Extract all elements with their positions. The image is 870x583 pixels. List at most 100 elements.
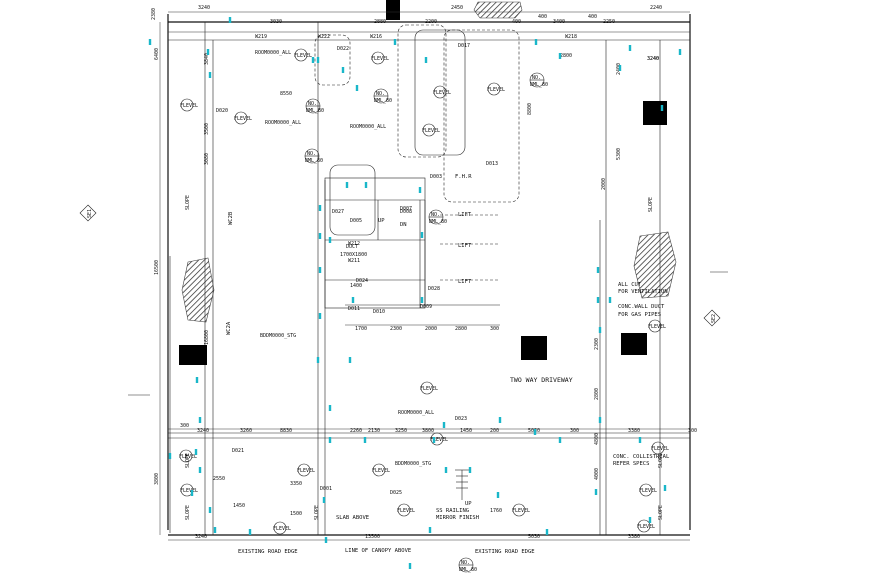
dimension-tick: [663, 485, 667, 491]
hatched-areas: [181, 1, 677, 323]
door-tags: D020 D021 D023 D003 D013 D025 D001 D024 …: [216, 108, 498, 496]
line-of-canopy-label: LINE OF CANOPY ABOVE: [345, 548, 411, 554]
upper-7: 3240: [647, 56, 659, 62]
ss-railing-line-1: SS RAILING: [436, 508, 469, 514]
bot-1: 1450: [233, 503, 245, 509]
mid-11: W211: [348, 258, 360, 264]
dimension-tick: [194, 449, 198, 455]
dimension-tick: [424, 57, 428, 63]
svg-text:FLEVEL: FLEVEL: [273, 526, 291, 532]
svg-text:D023: D023: [455, 416, 467, 422]
low-11: 300: [570, 428, 579, 434]
right-1: 2300: [594, 338, 600, 350]
low-3: 8830: [280, 428, 292, 434]
svg-text:ROOM0000_ALL: ROOM0000_ALL: [350, 124, 386, 130]
mid-6: D011: [348, 306, 360, 312]
dimension-tick: [558, 437, 562, 443]
ss-railing-line-2: MIRROR FINISH: [436, 515, 479, 521]
svg-text:D013: D013: [486, 161, 498, 167]
dimension-tick: [355, 85, 359, 91]
dimension-tick: [328, 437, 332, 443]
dimension-tick: [598, 327, 602, 333]
ref-tag: NO.BML_80: [529, 72, 548, 88]
dimension-tick: [208, 72, 212, 78]
dimension-tick: [316, 357, 320, 363]
dimension-tick: [498, 417, 502, 423]
svg-text:FLEVEL: FLEVEL: [637, 524, 655, 530]
level-marker: FLEVEL: [420, 381, 438, 395]
low-8: 1450: [460, 428, 472, 434]
upper-4: D017: [458, 43, 470, 49]
svg-text:FLEVEL: FLEVEL: [430, 437, 448, 443]
conc-wall-duct-line-2: FOR GAS PIPES: [618, 312, 661, 318]
dim-top-9: 400: [538, 14, 547, 20]
door-tag: D007: [400, 206, 412, 212]
svg-text:ROOM0000_ALL: ROOM0000_ALL: [255, 50, 291, 56]
dimension-tick: [206, 49, 210, 55]
dimension-tick: [190, 490, 194, 496]
lower-dimension-strings: 300 3240 3260 8830 2260 2130 3250 3800 1…: [168, 423, 697, 434]
svg-text:FLEVEL: FLEVEL: [234, 116, 252, 122]
dimension-tick: [322, 497, 326, 503]
bot-8: 1760: [490, 508, 502, 514]
bot-0: 3240: [195, 534, 207, 540]
dimension-tick: [318, 267, 322, 273]
slope-label: SLOPE: [648, 197, 654, 212]
bot-7: 3350: [290, 481, 302, 487]
slope-label: SLOPE: [185, 195, 191, 210]
dimension-tick: [660, 105, 664, 111]
dimension-tick: [545, 529, 549, 535]
level-marker: FLEVEL: [397, 503, 415, 517]
low-6: 3250: [395, 428, 407, 434]
stair: [455, 469, 470, 500]
level-marker: FLEVEL: [179, 449, 197, 463]
dim-top-7: 400: [588, 14, 597, 20]
fhr-label: F.H.R: [455, 174, 472, 180]
level-marker: FLEVEL: [371, 51, 389, 65]
svg-text:BML_80: BML_80: [459, 567, 477, 573]
svg-text:D024: D024: [356, 278, 368, 284]
level-marker: FLEVEL: [637, 519, 655, 533]
upper-1: W222: [318, 34, 330, 40]
right-3: 4800: [594, 433, 600, 445]
slope-labels: SLOPE SLOPE SLOPE SLOPE SLOPE SLOPE SLOP…: [185, 195, 664, 520]
svg-text:FLEVEL: FLEVEL: [433, 90, 451, 96]
dim-top-6: 3400: [553, 19, 565, 25]
right-5: 4000: [594, 468, 600, 480]
slope-label: SLOPE: [658, 505, 664, 520]
dimension-tick: [618, 65, 622, 71]
dimension-tick: [198, 417, 202, 423]
dimension-tick: [533, 429, 537, 435]
room-references: ROOM0000_ALL BDDM0000_STG ROOM0000_ALL B…: [255, 50, 434, 467]
dimension-tick: [198, 467, 202, 473]
left-0: 2380: [151, 8, 157, 20]
dimension-tick: [168, 453, 172, 459]
low-2: 3260: [240, 428, 252, 434]
existing-road-edge-1: EXISTING ROAD EDGE: [238, 549, 298, 555]
dim-top-5: 400: [512, 19, 521, 25]
level-marker: FLEVEL: [651, 441, 669, 455]
svg-text:FLEVEL: FLEVEL: [512, 508, 530, 514]
dimension-tick: [318, 313, 322, 319]
dimension-tick: [420, 297, 424, 303]
svg-text:NO.: NO.: [461, 560, 470, 566]
left-dimension-strings: 2380 3840 3500 16500 3080 16800 3800 640…: [151, 8, 210, 535]
dimension-tick: [228, 17, 232, 23]
column-blocks: [179, 0, 667, 365]
left-1: 3840: [204, 53, 210, 65]
wc2a-label: WC2A: [226, 321, 232, 335]
dimension-tick: [328, 405, 332, 411]
ref-tag: NO.BML_80: [304, 148, 323, 164]
upper-6: 8550: [280, 91, 292, 97]
mid-4: 300: [490, 326, 499, 332]
svg-text:D001: D001: [320, 486, 332, 492]
right-dimension-strings: 8800 2300 2800 4800 5300 4000 2000 2400: [527, 63, 622, 480]
svg-text:BML_80: BML_80: [429, 219, 447, 225]
svg-text:NO.: NO.: [376, 91, 385, 97]
dimension-tick: [598, 417, 602, 423]
svg-text:FLEVEL: FLEVEL: [397, 508, 415, 514]
low-9: 200: [490, 428, 499, 434]
mid-1: 2300: [390, 326, 402, 332]
svg-text:FLEVEL: FLEVEL: [648, 324, 666, 330]
left-3: 16500: [154, 260, 160, 275]
